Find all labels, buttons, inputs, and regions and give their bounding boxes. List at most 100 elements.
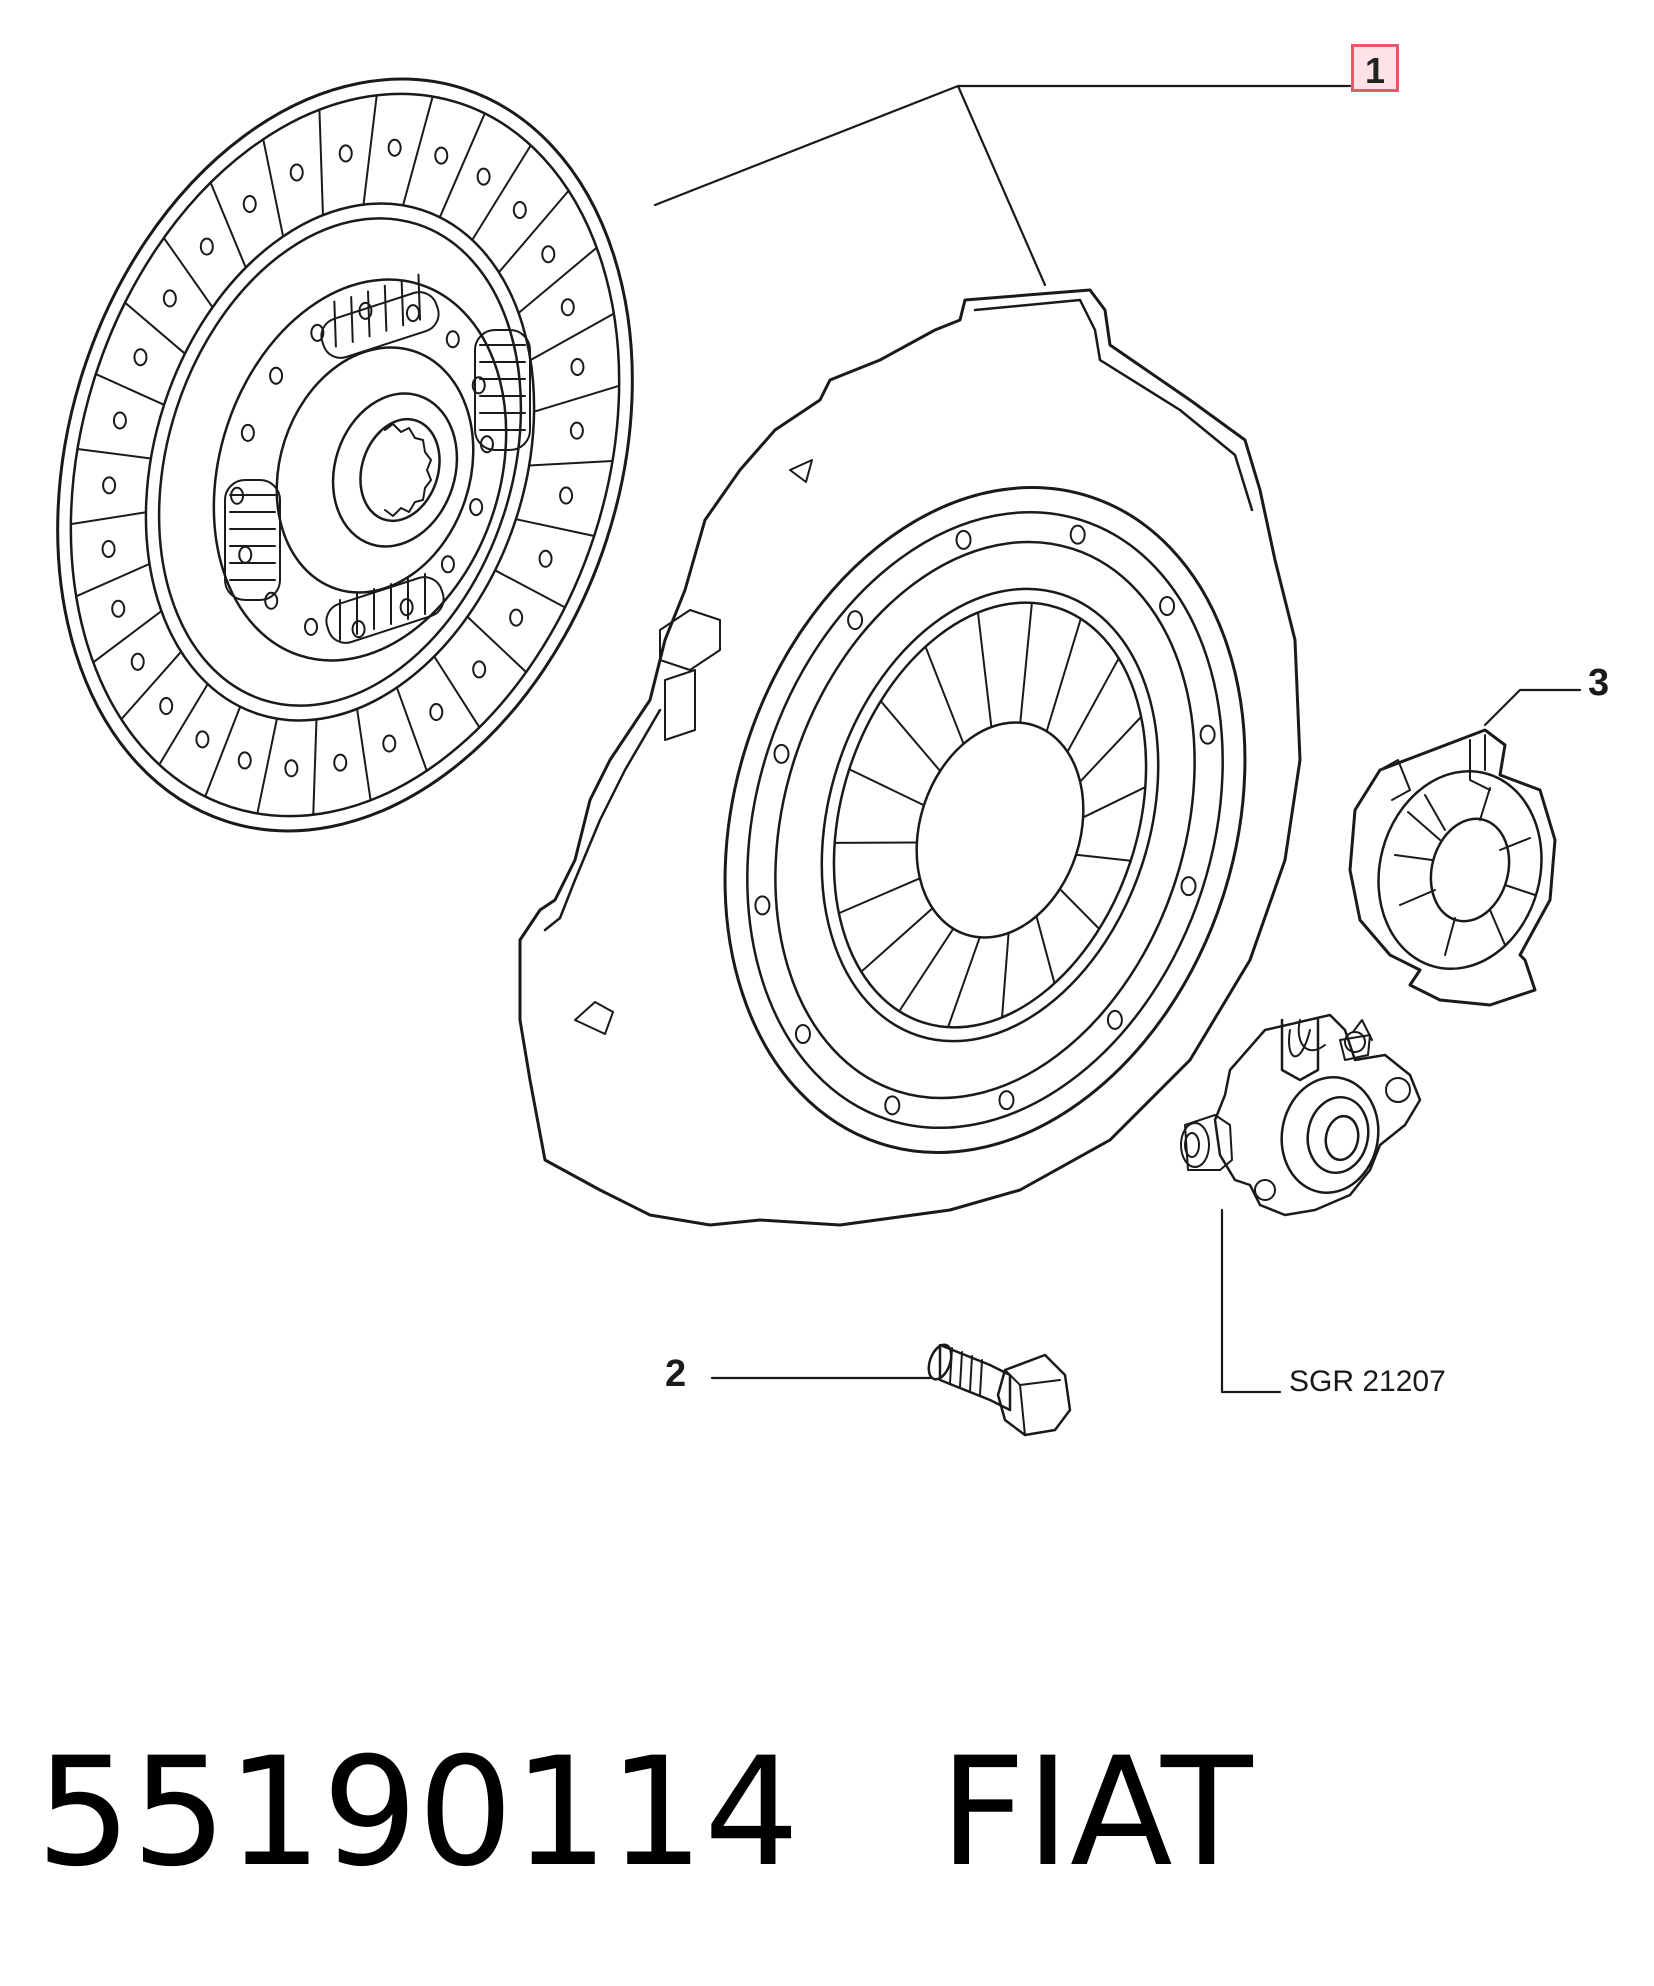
plate-bolt-hole	[955, 529, 972, 550]
disc-segment-line	[497, 189, 570, 274]
diaphragm-finger	[1035, 915, 1056, 985]
disc-rivet-hole	[569, 421, 584, 440]
disc-segment-line	[356, 707, 372, 802]
hub-rivet-hole	[479, 435, 494, 454]
hub-rivet-hole	[230, 486, 245, 505]
hub-rivet-hole	[358, 301, 373, 320]
diaphragm-finger	[924, 645, 965, 745]
disc-rivet-hole	[289, 163, 304, 182]
disc-segment-line	[433, 655, 481, 729]
disc-rivet-hole	[130, 652, 145, 671]
reference-code: SGR 21207	[1289, 1365, 1446, 1398]
disc-rivet-hole	[560, 298, 575, 317]
disc-rivet-hole	[159, 697, 174, 716]
diaphragm-finger	[898, 927, 955, 1013]
disc-rivet-hole	[382, 734, 397, 753]
callout-2: 2	[665, 1353, 687, 1395]
callout-1: 1	[1351, 44, 1399, 92]
disc-segment-line	[312, 718, 318, 816]
plate-bolt-hole	[754, 895, 771, 916]
disc-rivet-hole	[472, 660, 487, 679]
disc-segment-line	[262, 138, 285, 238]
disc-segment-line	[318, 108, 324, 217]
disc-segment-line	[256, 717, 278, 815]
plate-bolt-hole	[794, 1024, 811, 1045]
slave-cylinder-icon	[1180, 1013, 1422, 1217]
hub-rivet-hole	[471, 376, 486, 395]
hub-rivet-hole	[310, 323, 325, 342]
disc-segment-line	[362, 94, 378, 206]
disc-segment-line	[395, 686, 428, 772]
diaphragm-finger	[1001, 931, 1010, 1019]
diaphragm-finger	[879, 700, 942, 772]
disc-rivet-hole	[111, 599, 126, 618]
plate-bolt-hole	[847, 610, 864, 631]
clutch-disc-icon	[56, 77, 634, 833]
disc-rivet-hole	[559, 486, 574, 505]
diaphragm-finger	[1066, 657, 1120, 753]
hub-rivet-hole	[469, 498, 484, 517]
disc-rivet-hole	[541, 245, 556, 264]
pressure-plate-icon	[518, 288, 1302, 1227]
callout-3: 3	[1588, 662, 1610, 704]
disc-segment-line	[466, 615, 528, 674]
hub-rivet-hole	[264, 591, 279, 610]
plate-bolt-hole	[884, 1095, 901, 1116]
disc-rivet-hole	[387, 138, 402, 157]
disc-segment-line	[471, 144, 532, 241]
hub-rivet-hole	[440, 555, 455, 574]
disc-rivet-hole	[199, 237, 214, 256]
disc-rivet-hole	[434, 146, 449, 165]
disc-rivet-hole	[284, 759, 299, 778]
diaphragm-finger	[1082, 786, 1147, 819]
disc-segment-line	[528, 460, 614, 467]
disc-segment-line	[162, 236, 214, 309]
brand-name: FIAT	[939, 1726, 1253, 1900]
diaphragm-finger	[1019, 601, 1033, 724]
disc-rivet-hole	[195, 730, 210, 749]
disc-rivet-hole	[333, 753, 348, 772]
diaphragm-finger	[837, 877, 921, 915]
diaphragm-finger	[1075, 853, 1132, 862]
disc-rivet-hole	[237, 751, 252, 770]
diaphragm-finger	[1045, 617, 1082, 733]
disc-segment-line	[124, 301, 186, 355]
hub-rivet-hole	[405, 304, 420, 323]
hub-rivet-hole	[304, 617, 319, 636]
disc-rivet-hole	[102, 476, 117, 495]
disc-segment-line	[120, 650, 183, 721]
plate-bolt-hole	[1069, 524, 1086, 545]
release-bearing-icon	[1348, 728, 1557, 1007]
disc-rivet-hole	[429, 703, 444, 722]
disc-segment-line	[514, 518, 596, 537]
leader-lines	[653, 84, 1582, 1394]
diaphragm-finger	[1079, 715, 1143, 783]
part-number: 55190114	[36, 1726, 800, 1900]
diaphragm-finger	[860, 907, 934, 973]
disc-segment-line	[75, 562, 151, 598]
disc-segment-line	[438, 112, 486, 219]
bolt-icon	[927, 1343, 1072, 1437]
hub-rivet-hole	[351, 620, 366, 639]
disc-segment-line	[494, 569, 566, 609]
diaphragm-finger	[947, 936, 981, 1029]
plate-bolt-hole	[998, 1090, 1015, 1111]
plate-bolt-hole	[1159, 595, 1176, 616]
disc-segment-line	[402, 95, 434, 207]
plate-bolt-hole	[773, 743, 790, 764]
disc-rivet-hole	[162, 289, 177, 308]
disc-rivet-hole	[101, 540, 116, 559]
disc-segment-line	[209, 181, 247, 269]
disc-rivet-hole	[476, 167, 491, 186]
hub-rivet-hole	[240, 423, 255, 442]
plate-bolt-hole	[1106, 1009, 1123, 1030]
disc-rivet-hole	[570, 357, 585, 376]
disc-rivet-hole	[538, 549, 553, 568]
disc-segment-line	[76, 447, 152, 460]
diaphragm-finger	[976, 611, 993, 729]
disc-rivet-hole	[133, 348, 148, 367]
hub-rivet-hole	[399, 598, 414, 617]
hub-rivet-hole	[269, 366, 284, 385]
disc-segment-line	[158, 683, 209, 766]
